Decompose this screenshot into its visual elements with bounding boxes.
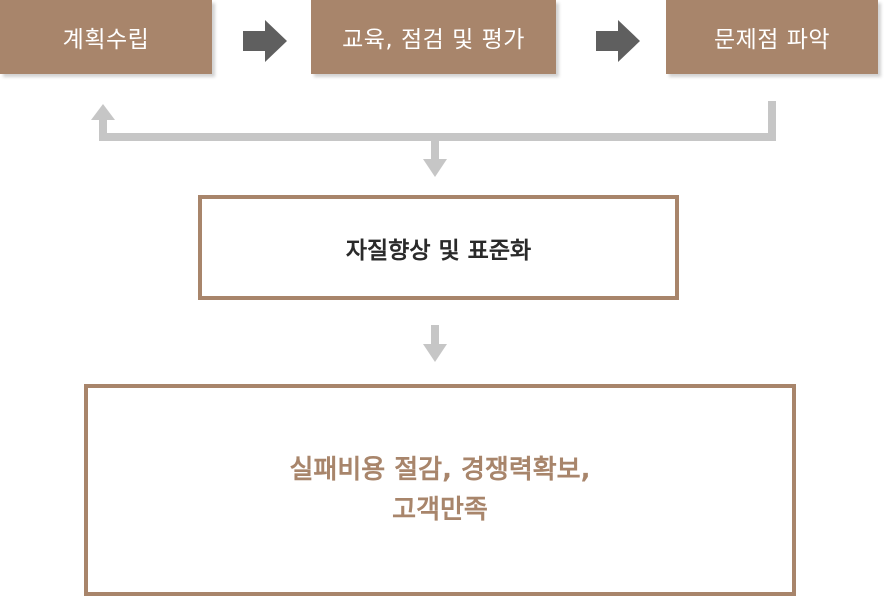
feedback-loop-line bbox=[99, 101, 776, 141]
result-line-1: 실패비용 절감, 경쟁력확보, bbox=[289, 454, 591, 485]
up-arrow-icon bbox=[91, 104, 115, 120]
step-label: 문제점 파악 bbox=[713, 27, 831, 53]
step-training-evaluation: 교육, 점검 및 평가 bbox=[311, 0, 556, 74]
down-arrow-icon bbox=[423, 344, 447, 362]
step-problem-identification: 문제점 파악 bbox=[666, 0, 878, 74]
result-box: 실패비용 절감, 경쟁력확보, 고객만족 bbox=[84, 384, 796, 596]
step-label: 계획수립 bbox=[62, 27, 150, 53]
step-label: 교육, 점검 및 평가 bbox=[342, 27, 525, 53]
outcome-box: 자질향상 및 표준화 bbox=[198, 195, 679, 300]
down-arrow-stem bbox=[431, 141, 439, 161]
outcome-label: 자질향상 및 표준화 bbox=[345, 237, 532, 264]
right-arrow-icon bbox=[243, 20, 287, 62]
result-line-2: 고객만족 bbox=[392, 495, 488, 525]
down-arrow-stem bbox=[431, 325, 439, 345]
step-planning: 계획수립 bbox=[0, 0, 212, 74]
right-arrow-icon bbox=[596, 20, 640, 62]
down-arrow-icon bbox=[423, 159, 447, 177]
